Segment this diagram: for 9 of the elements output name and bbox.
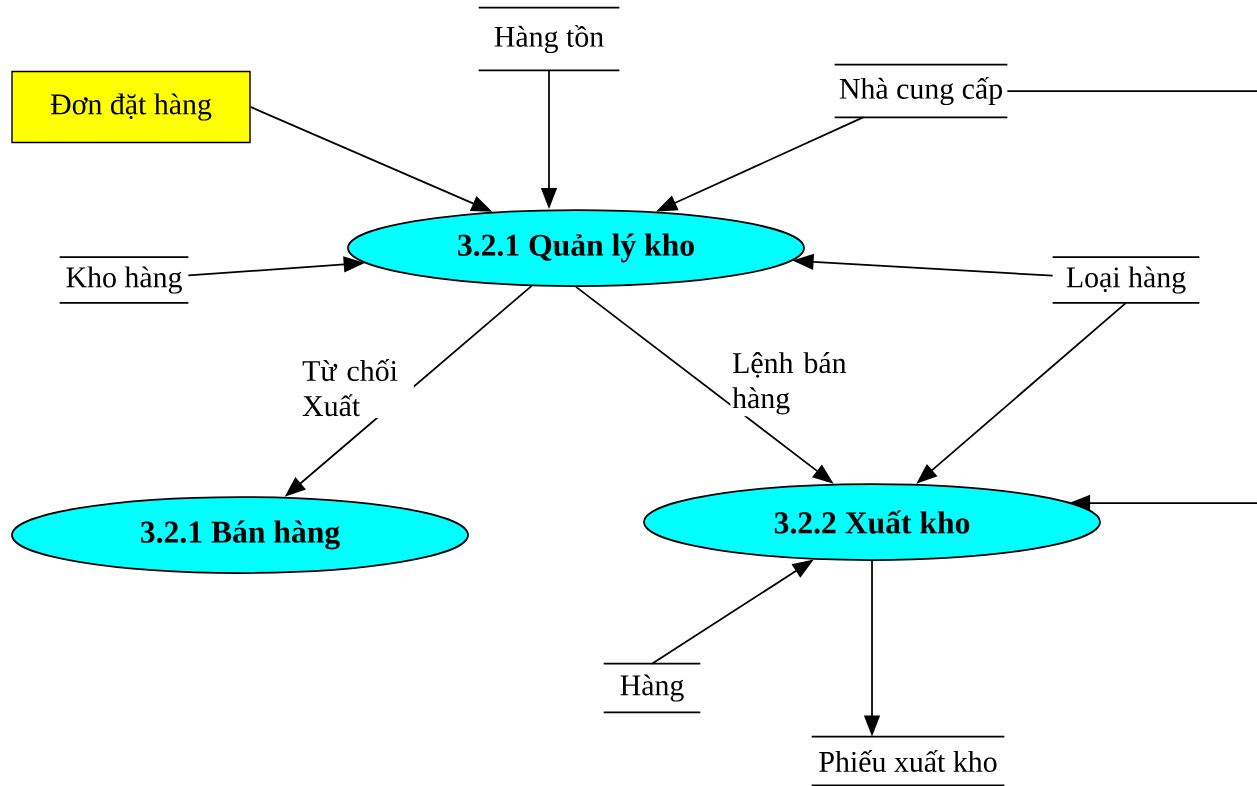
data-store: Hàng tồn [477,6,621,72]
entity-box: Đơn đặt hàng [11,70,251,144]
edge-label: Lệnh bán hàng [730,350,869,417]
data-store: Nhà cung cấp [833,63,1009,119]
edge-label: Từ chối Xuất [300,357,414,418]
data-store: Hàng [602,662,702,714]
data-store: Kho hàng [58,256,190,304]
data-store: Phiếu xuất kho [810,735,1006,786]
data-store: Loại hàng [1051,256,1201,304]
